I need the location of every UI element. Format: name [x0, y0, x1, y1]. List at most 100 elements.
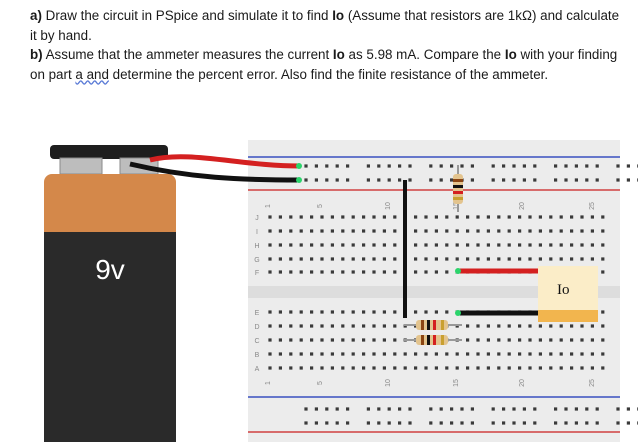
breadboard-hole: [382, 257, 386, 261]
breadboard-hole: [486, 366, 490, 370]
column-number: 25: [589, 202, 596, 210]
rail-hole: [491, 164, 495, 168]
breadboard-hole: [590, 243, 594, 247]
breadboard-hole: [445, 215, 449, 219]
breadboard-hole: [341, 229, 345, 233]
breadboard-hole: [268, 324, 272, 328]
breadboard-hole: [310, 243, 314, 247]
breadboard-hole: [549, 243, 553, 247]
rail-hole: [366, 407, 370, 411]
breadboard-hole: [330, 257, 334, 261]
breadboard-hole: [570, 229, 574, 233]
breadboard-hole: [289, 270, 293, 274]
breadboard-hole: [601, 310, 605, 314]
rail-hole: [522, 178, 526, 182]
breadboard-hole: [289, 310, 293, 314]
breadboard-hole: [518, 257, 522, 261]
breadboard-hole: [538, 215, 542, 219]
rail-hole: [387, 407, 391, 411]
breadboard-hole: [434, 243, 438, 247]
breadboard-hole: [497, 366, 501, 370]
rail-hole: [325, 407, 329, 411]
breadboard-hole: [486, 215, 490, 219]
breadboard-hole: [538, 243, 542, 247]
rail-hole: [522, 421, 526, 425]
breadboard-hole: [601, 366, 605, 370]
breadboard-hole: [476, 338, 480, 342]
breadboard-hole: [393, 338, 397, 342]
column-number: 15: [453, 202, 460, 210]
rail-hole: [595, 421, 599, 425]
row-letter: F: [255, 270, 259, 277]
breadboard-hole: [486, 352, 490, 356]
rail-hole: [533, 164, 537, 168]
breadboard-hole: [310, 338, 314, 342]
row-letter: H: [254, 243, 259, 250]
breadboard-hole: [320, 229, 324, 233]
breadboard-hole: [372, 229, 376, 233]
breadboard-hole: [393, 215, 397, 219]
breadboard-hole: [466, 366, 470, 370]
breadboard-hole: [393, 270, 397, 274]
breadboard-hole: [486, 257, 490, 261]
rail-hole: [335, 164, 339, 168]
part-a-reference: a and: [75, 66, 109, 82]
battery-terminal-left: [59, 157, 103, 175]
part-a-io: Io: [332, 8, 345, 23]
breadboard-hole: [570, 366, 574, 370]
rail-hole: [335, 421, 339, 425]
breadboard-hole: [362, 324, 366, 328]
rail-hole: [377, 421, 381, 425]
breadboard-hole: [528, 338, 532, 342]
rail-hole: [533, 421, 537, 425]
part-b-io-2: Io: [504, 47, 517, 63]
breadboard-hole: [466, 352, 470, 356]
breadboard-hole: [310, 324, 314, 328]
breadboard-hole: [320, 215, 324, 219]
breadboard-hole: [393, 257, 397, 261]
battery-black-wire: [129, 161, 301, 183]
breadboard-hole: [580, 257, 584, 261]
breadboard-hole: [320, 324, 324, 328]
rail-hole: [616, 407, 620, 411]
rail-hole: [387, 178, 391, 182]
part-a-text-1: Draw the circuit in PSpice and simulate …: [41, 8, 333, 23]
breadboard-hole: [549, 215, 553, 219]
breadboard-hole: [476, 324, 480, 328]
breadboard-hole: [559, 215, 563, 219]
breadboard-hole: [310, 229, 314, 233]
breadboard-hole: [299, 324, 303, 328]
rail-hole: [574, 407, 578, 411]
ammeter: Io: [538, 266, 598, 322]
rail-hole: [574, 164, 578, 168]
rail-hole: [626, 407, 630, 411]
rail-hole: [398, 407, 402, 411]
rail-hole: [314, 178, 318, 182]
breadboard-hole: [278, 310, 282, 314]
breadboard-hole: [299, 215, 303, 219]
breadboard-hole: [330, 243, 334, 247]
breadboard-hole: [466, 257, 470, 261]
breadboard-hole: [434, 366, 438, 370]
breadboard-hole: [601, 270, 605, 274]
breadboard-hole: [476, 215, 480, 219]
rail-hole: [439, 164, 443, 168]
rail-hole: [470, 407, 474, 411]
breadboard-hole: [362, 270, 366, 274]
breadboard-hole: [590, 324, 594, 328]
breadboard-hole: [330, 366, 334, 370]
breadboard-hole: [351, 352, 355, 356]
breadboard-hole: [434, 215, 438, 219]
rail-hole: [377, 164, 381, 168]
breadboard-hole: [268, 366, 272, 370]
breadboard-hole: [393, 352, 397, 356]
breadboard-hole: [351, 257, 355, 261]
breadboard-hole: [289, 324, 293, 328]
rail-hole: [346, 407, 350, 411]
breadboard-hole: [278, 243, 282, 247]
breadboard-hole: [538, 352, 542, 356]
breadboard-hole: [486, 243, 490, 247]
row-letter: G: [254, 257, 259, 264]
breadboard-hole: [341, 270, 345, 274]
breadboard-hole: [310, 270, 314, 274]
